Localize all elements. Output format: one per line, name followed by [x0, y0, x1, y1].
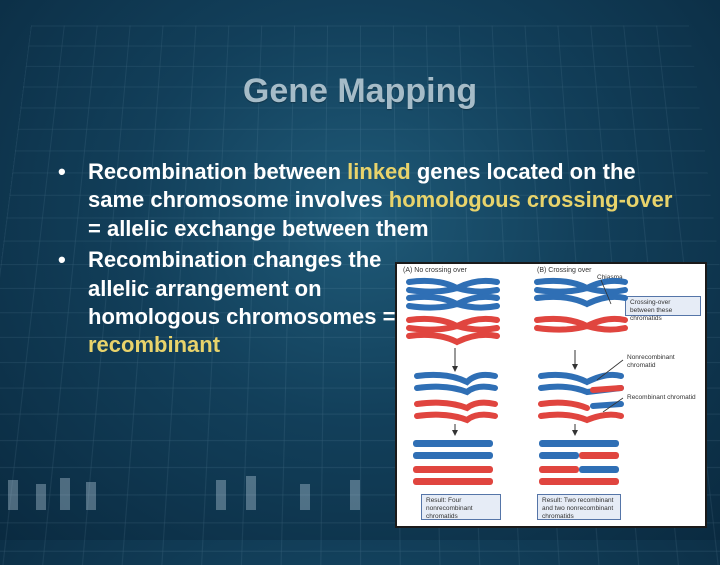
bullet-text: Recombination changes the allelic arrang… [88, 247, 395, 329]
highlight-term: homologous crossing-over [389, 187, 673, 212]
chromosome-pair-b1 [537, 281, 625, 330]
bullet-text: = allelic exchange between them [88, 216, 429, 241]
crossing-over-figure: (A) No crossing over (B) Crossing over C… [395, 262, 707, 528]
bullet-item: • Recombination between linked genes loc… [58, 158, 688, 243]
bullet-marker: • [58, 158, 66, 186]
chromatids-a [413, 440, 493, 485]
highlight-term: recombinant [88, 332, 220, 357]
chromatids-b [539, 440, 619, 485]
chromosome-pair-a2 [417, 375, 495, 420]
chromosome-pair-a1 [409, 281, 497, 342]
chromosome-pair-b2 [541, 375, 621, 420]
bullet-marker: • [58, 246, 66, 274]
background-bars [0, 474, 390, 510]
slide-title: Gene Mapping [0, 72, 720, 111]
bullet-text: Recombination between [88, 159, 347, 184]
bullet-item: • Recombination changes the allelic arra… [58, 246, 408, 360]
chromosome-diagram [397, 264, 705, 526]
highlight-term: linked [347, 159, 411, 184]
